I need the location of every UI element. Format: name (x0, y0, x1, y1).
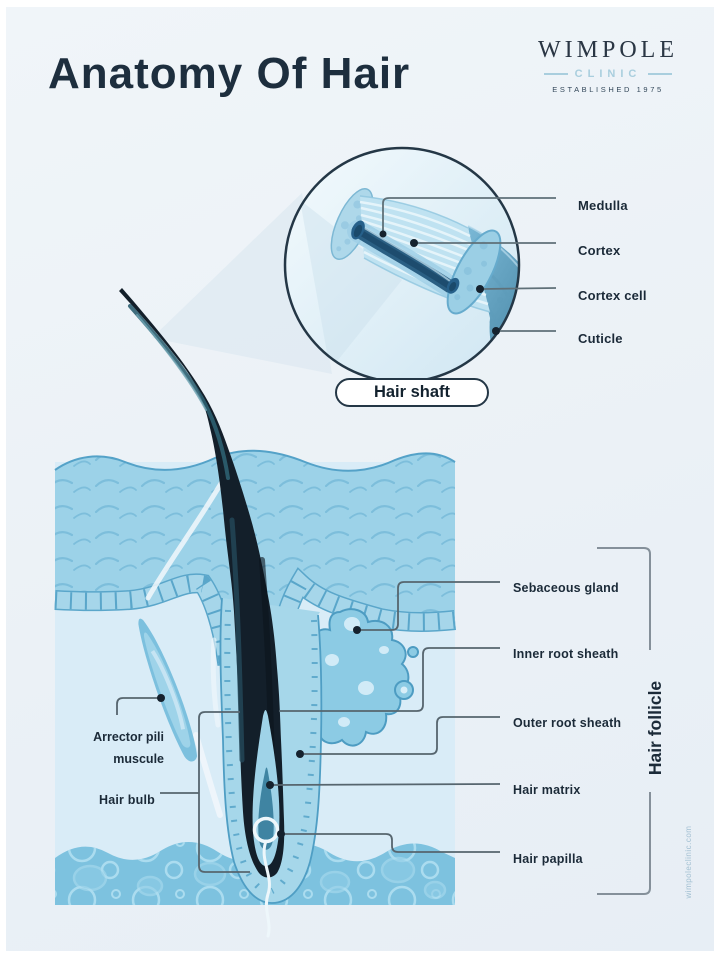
leader-arrector-pili (116, 697, 158, 715)
logo-established: ESTABLISHED 1975 (552, 85, 664, 94)
leader-medulla (382, 197, 556, 233)
watermark-url: wimpoleclinic.com (684, 825, 693, 899)
arrector-pili-muscle (138, 618, 198, 762)
inset-leaders (382, 197, 557, 332)
follicle-leaders (116, 581, 501, 873)
leader-outer-root-sheath (304, 716, 500, 755)
clinic-logo: WIMPOLE CLINIC ESTABLISHED 1975 (528, 37, 688, 94)
medulla-rod (347, 220, 463, 299)
label-cortex-cell: Cortex cell (578, 288, 647, 303)
hair-follicle-bracket (597, 547, 651, 895)
label-outer-root-sheath: Outer root sheath (513, 716, 622, 730)
label-sebaceous-gland: Sebaceous gland (513, 581, 619, 595)
logo-dash-right (648, 73, 673, 75)
logo-clinic: CLINIC (574, 68, 642, 80)
label-hair-matrix: Hair matrix (513, 783, 581, 797)
label-arrector-line2: muscule (113, 752, 164, 766)
logo-dash-left (543, 73, 568, 75)
hair-cut-face (446, 229, 502, 315)
leader-inner-root-sheath (279, 647, 500, 712)
label-inner-root-sheath: Inner root sheath (513, 647, 619, 661)
hair-bulb-bracket (198, 711, 250, 873)
papilla-vessel (262, 839, 271, 938)
inset-leader-dots (379, 230, 500, 335)
leader-sebaceous-gland (360, 581, 500, 631)
label-hair-follicle: Hair follicle (645, 680, 665, 776)
hair-shaft-inset-illustration (283, 146, 521, 384)
label-arrector-pili-muscle: Arrector pili muscule (56, 726, 164, 770)
logo-wordmark: WIMPOLE (538, 37, 678, 63)
hair-shaft-caption: Hair shaft (335, 378, 489, 407)
label-cortex: Cortex (578, 243, 621, 258)
leader-hair-papilla (284, 833, 500, 853)
page-title: Anatomy Of Hair (48, 49, 411, 98)
infographic-canvas: Anatomy Of Hair WIMPOLE CLINIC ESTABLISH… (6, 7, 714, 951)
leader-cortex-cell (482, 287, 557, 290)
label-hair-papilla: Hair papilla (513, 852, 583, 866)
label-medulla: Medulla (578, 198, 628, 213)
leader-hair-matrix (272, 783, 501, 786)
hair-strand (119, 288, 285, 938)
label-cuticle: Cuticle (578, 331, 623, 346)
logo-clinic-row: CLINIC (528, 68, 688, 80)
label-hair-bulb: Hair bulb (99, 793, 155, 807)
label-arrector-line1: Arrector pili (93, 730, 164, 744)
inset-shadow-wedge (300, 200, 402, 370)
follicle-leader-dots (157, 626, 361, 838)
